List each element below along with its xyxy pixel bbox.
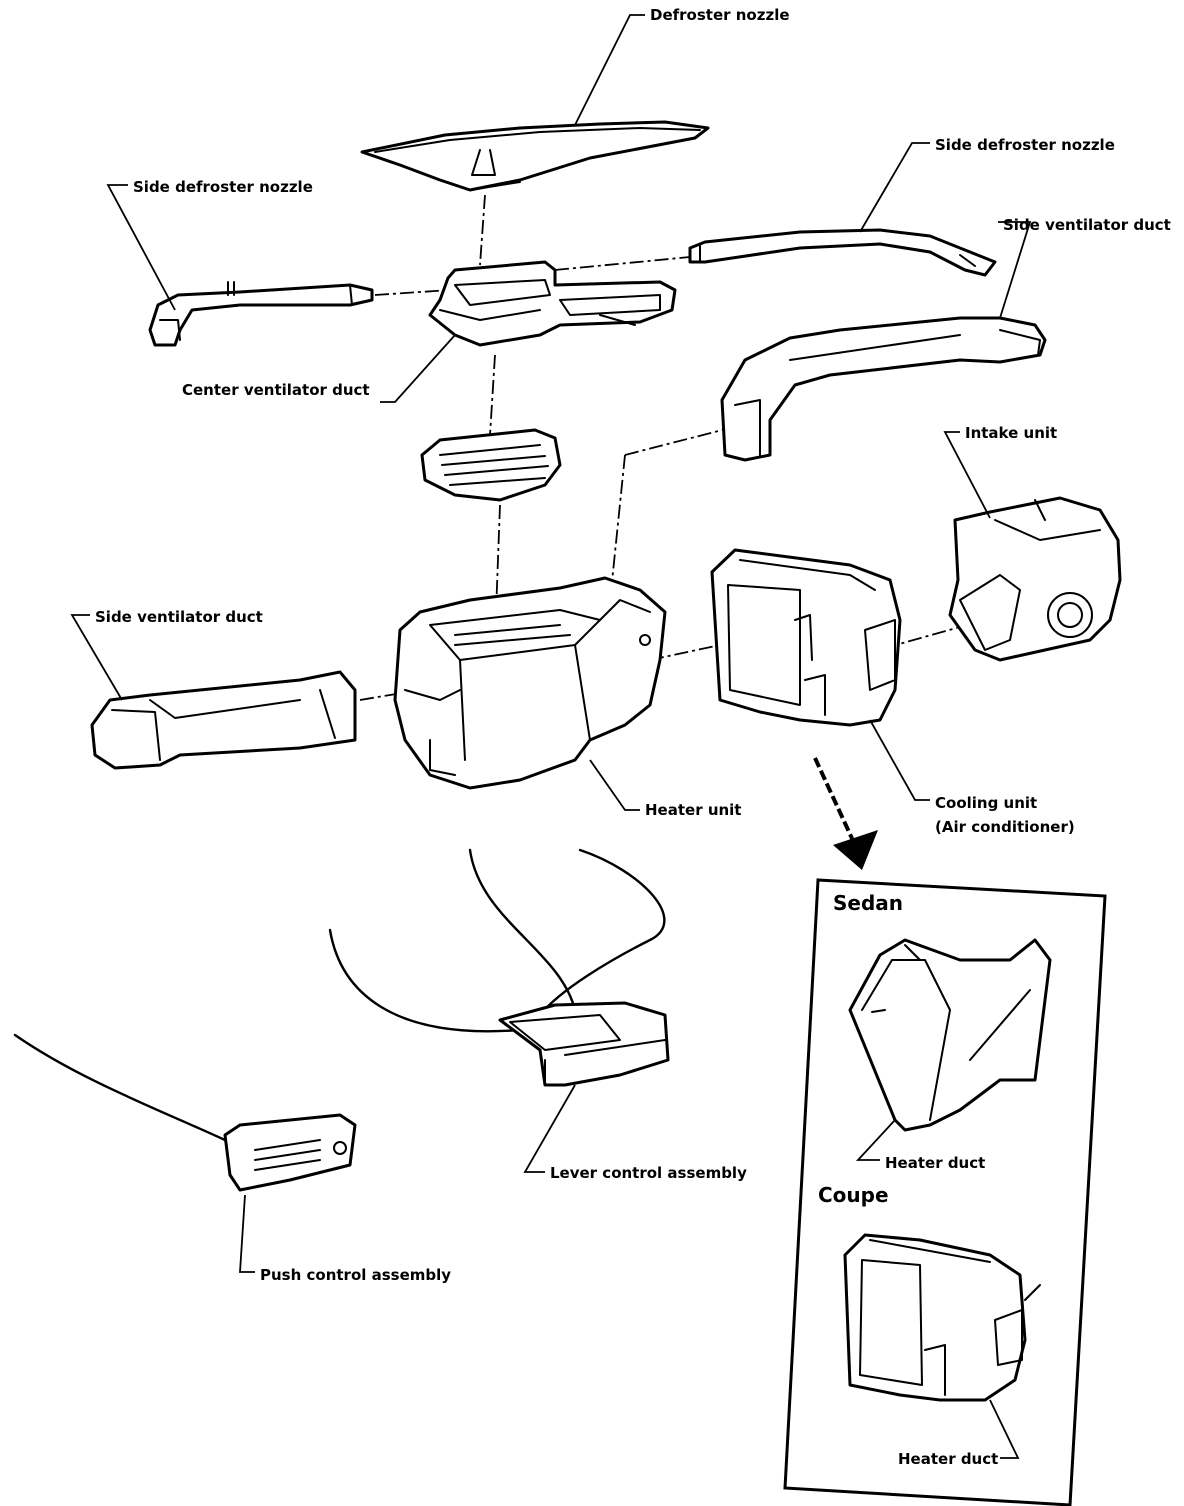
label-center-ventilator-duct: Center ventilator duct bbox=[182, 381, 370, 399]
label-side-defroster-nozzle-right: Side defroster nozzle bbox=[935, 136, 1115, 154]
label-push-control-assembly: Push control assembly bbox=[260, 1266, 451, 1284]
label-side-ventilator-duct-right: Side ventilator duct bbox=[1003, 216, 1171, 234]
inset-heading-coupe: Coupe bbox=[818, 1183, 889, 1207]
label-defroster-nozzle: Defroster nozzle bbox=[650, 6, 790, 24]
cooling-unit-part bbox=[710, 548, 902, 727]
label-sedan-heater-duct: Heater duct bbox=[885, 1154, 985, 1172]
center-ventilator-duct-part bbox=[428, 260, 677, 347]
leader-lines bbox=[70, 14, 1032, 1459]
push-control-assembly-part bbox=[223, 1113, 357, 1192]
defroster-nozzle-part bbox=[360, 120, 710, 192]
side-defroster-nozzle-right-part bbox=[688, 228, 997, 277]
inset-heading-sedan: Sedan bbox=[833, 891, 903, 915]
label-heater-unit: Heater unit bbox=[645, 801, 741, 819]
label-intake-unit: Intake unit bbox=[965, 424, 1057, 442]
label-side-defroster-nozzle-left: Side defroster nozzle bbox=[133, 178, 313, 196]
label-lever-control-assembly: Lever control assembly bbox=[550, 1164, 747, 1182]
side-ventilator-duct-right-part bbox=[720, 316, 1047, 462]
label-coupe-heater-duct: Heater duct bbox=[898, 1450, 998, 1468]
lever-control-assembly-part bbox=[498, 1001, 670, 1087]
side-ventilator-duct-left-part bbox=[90, 670, 357, 770]
side-defroster-nozzle-left-part bbox=[148, 281, 374, 347]
heater-unit-part bbox=[393, 576, 667, 790]
sedan-heater-duct-part bbox=[848, 938, 1052, 1132]
label-cooling-unit: Cooling unit bbox=[935, 794, 1037, 812]
control-cables bbox=[13, 848, 666, 1142]
inset-arrow bbox=[813, 757, 878, 870]
intake-unit-part bbox=[948, 496, 1122, 662]
label-side-ventilator-duct-left: Side ventilator duct bbox=[95, 608, 263, 626]
coupe-heater-duct-part bbox=[843, 1233, 1041, 1402]
part-labels: Defroster nozzle Side defroster nozzle S… bbox=[95, 6, 1171, 1468]
vent-grille-part bbox=[420, 428, 562, 502]
label-cooling-unit-note: (Air conditioner) bbox=[935, 818, 1075, 836]
